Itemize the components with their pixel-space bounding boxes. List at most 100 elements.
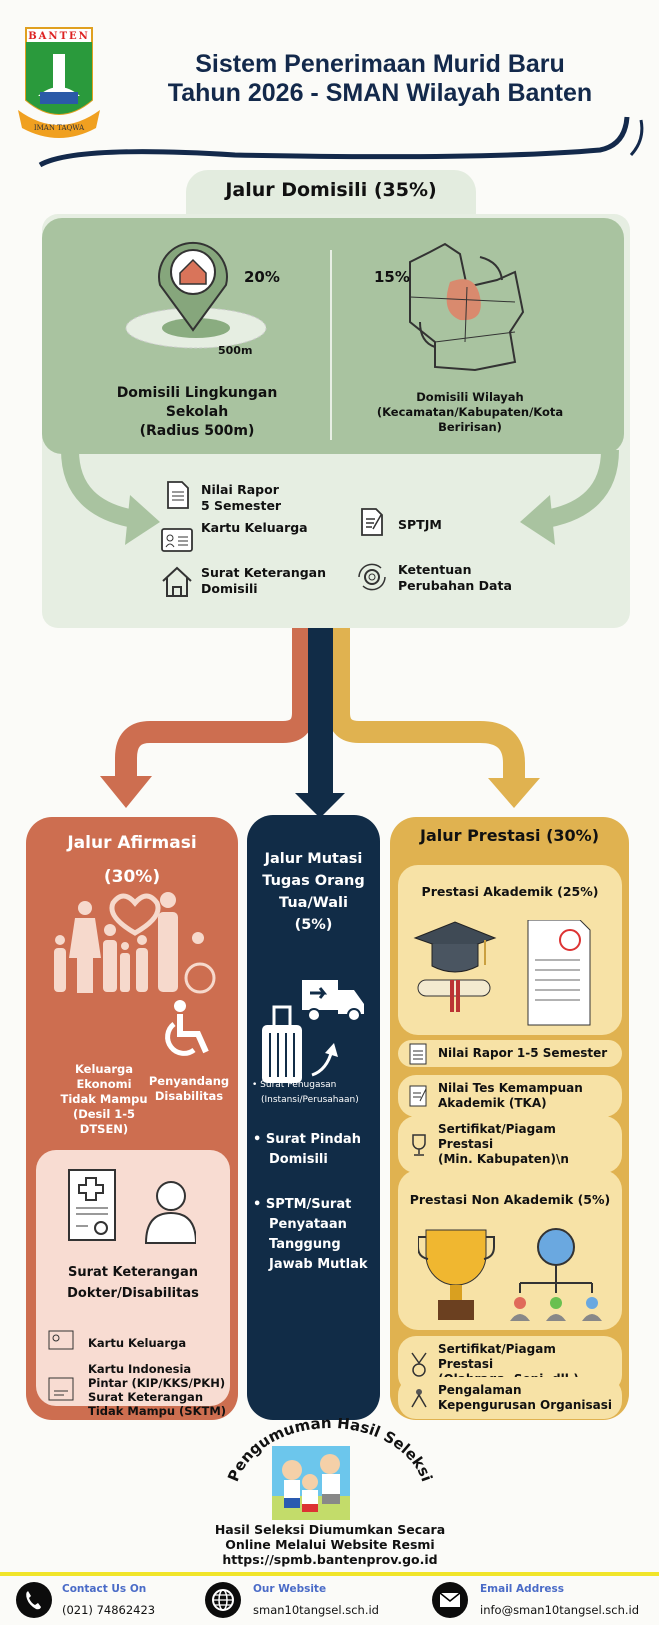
left-percent: 20% — [244, 268, 280, 286]
domisili-wilayah-label: Domisili Wilayah (Kecamatan/Kabupaten/Ko… — [360, 390, 580, 435]
trophy-icon — [412, 1133, 426, 1156]
label-line: Disabilitas — [154, 1089, 224, 1103]
contact-label: Contact Us On — [62, 1583, 147, 1595]
students-illustration — [272, 1446, 350, 1520]
wheelchair-icon — [165, 1000, 209, 1056]
kip-card-icon — [48, 1377, 74, 1401]
req-line: 5 Semester — [201, 498, 282, 513]
announcement-link[interactable]: https://spmb.bantenprov.go.id — [222, 1552, 438, 1567]
label-line: Sekolah — [165, 404, 229, 420]
req-line: Perubahan Data — [398, 578, 512, 593]
label-line: Penyandang — [148, 1074, 230, 1088]
req-line: Surat Keterangan — [88, 1390, 204, 1404]
graduation-cap-certificate-icon — [413, 920, 591, 1026]
announcement-text: Hasil Seleksi Diumumkan Secara Online Me… — [130, 1522, 530, 1567]
item-line: Penyataan — [269, 1217, 347, 1232]
email-link[interactable]: info@sman10tangsel.sch.id — [480, 1603, 640, 1617]
req-line: Kartu Indonesia — [88, 1362, 192, 1376]
bullet: • — [253, 1197, 266, 1212]
akademik-item-sertifikat: Sertifikat/Piagam Prestasi(Min. Kabupate… — [398, 1116, 622, 1173]
afirmasi-title-text: Jalur Afirmasi — [67, 833, 197, 853]
svg-text:IMAN TAQWA: IMAN TAQWA — [34, 124, 85, 132]
doctor-certificate-icon — [68, 1169, 196, 1244]
label-line: (5%) — [294, 917, 333, 933]
item-line: Sertifikat/Piagam Prestasi — [438, 1122, 556, 1151]
globe-icon — [205, 1582, 241, 1618]
label-line: (Desil 1-5 — [72, 1107, 136, 1121]
medal-icon — [411, 1352, 427, 1377]
akademik-title: Prestasi Akademik (25%) — [421, 884, 599, 899]
label-line: Domisili Lingkungan — [116, 385, 278, 401]
doc-kartu-keluarga: Kartu Keluarga — [88, 1336, 187, 1350]
item-line: Tanggung — [269, 1237, 341, 1252]
trophy-organization-icon — [418, 1228, 602, 1321]
bullet: • — [253, 1132, 266, 1147]
item-line: Jawab Mutlak — [269, 1257, 368, 1272]
svg-text:BANTEN: BANTEN — [28, 31, 90, 42]
title-swoosh — [38, 116, 644, 168]
label-line: Dokter/Disabilitas — [67, 1286, 199, 1301]
req-line: Surat Keterangan — [201, 565, 327, 580]
label-line: Jalur Mutasi — [264, 851, 363, 867]
right-percent: 15% — [374, 268, 410, 286]
region-map-icon — [409, 242, 525, 372]
leadership-icon — [411, 1389, 427, 1408]
label-line: Ekonomi — [76, 1077, 132, 1091]
gear-cycle-icon — [358, 563, 386, 591]
id-card-icon — [161, 528, 193, 552]
curved-arrows — [61, 450, 619, 545]
website-label: Our Website — [253, 1583, 327, 1595]
item-line: Surat Penugasan — [260, 1080, 337, 1090]
mutasi-column — [247, 815, 380, 1420]
item-line: Domisili — [269, 1152, 328, 1167]
family-icon — [54, 892, 216, 994]
announcement-line: Hasil Seleksi Diumumkan Secara — [214, 1522, 446, 1537]
location-pin-icon — [125, 241, 267, 349]
flow-arrows — [100, 628, 540, 818]
label-line: Tidak Mampu — [60, 1092, 148, 1106]
label-line: Domisili Wilayah — [416, 390, 524, 404]
label-line: Tua/Wali — [279, 895, 348, 911]
label-line: Tugas Orang — [262, 873, 365, 889]
item-line: Sertifikat/Piagam Prestasi — [438, 1342, 556, 1371]
item-line: Pengalaman — [438, 1383, 522, 1397]
document-icon — [167, 481, 189, 509]
req-line: Pintar (KIP/KKS/PKH) — [88, 1376, 226, 1390]
phone-icon — [16, 1582, 52, 1618]
footer-divider — [0, 1572, 659, 1576]
item-line: Kepengurusan Organisasi — [438, 1398, 613, 1412]
envelope-icon — [432, 1582, 468, 1618]
signed-document-icon — [361, 508, 383, 536]
akademik-item-rapor: Nilai Rapor 1-5 Semester — [398, 1040, 622, 1067]
domisili-title: Jalur Domisili (35%) — [186, 170, 476, 214]
req-line: Nilai Rapor — [201, 482, 279, 497]
item-line: (Min. Kabupaten)\n — [438, 1152, 569, 1166]
radius-label: 500m — [218, 344, 253, 357]
label-line: (Radius 500m) — [139, 423, 255, 439]
non-akademik-title: Prestasi Non Akademik (5%) — [409, 1192, 611, 1207]
contact-phone[interactable]: (021) 74862423 — [62, 1603, 156, 1617]
id-card-icon — [48, 1330, 74, 1350]
item-line: Akademik (TKA) — [438, 1096, 547, 1110]
label-line: Keluarga — [74, 1062, 134, 1076]
req-kartu-keluarga: Kartu Keluarga — [201, 520, 308, 535]
req-line: Tidak Mampu (SKTM) — [88, 1404, 227, 1418]
afirmasi-percent: (30%) — [103, 867, 161, 887]
item-line: Nilai Tes Kemampuan — [438, 1081, 583, 1095]
label-line: Beririsan) — [438, 420, 502, 434]
label-line: DTSEN) — [79, 1122, 129, 1136]
website-link[interactable]: sman10tangsel.sch.id — [253, 1603, 379, 1617]
item-line: Nilai Rapor 1-5 Semester — [438, 1046, 608, 1060]
